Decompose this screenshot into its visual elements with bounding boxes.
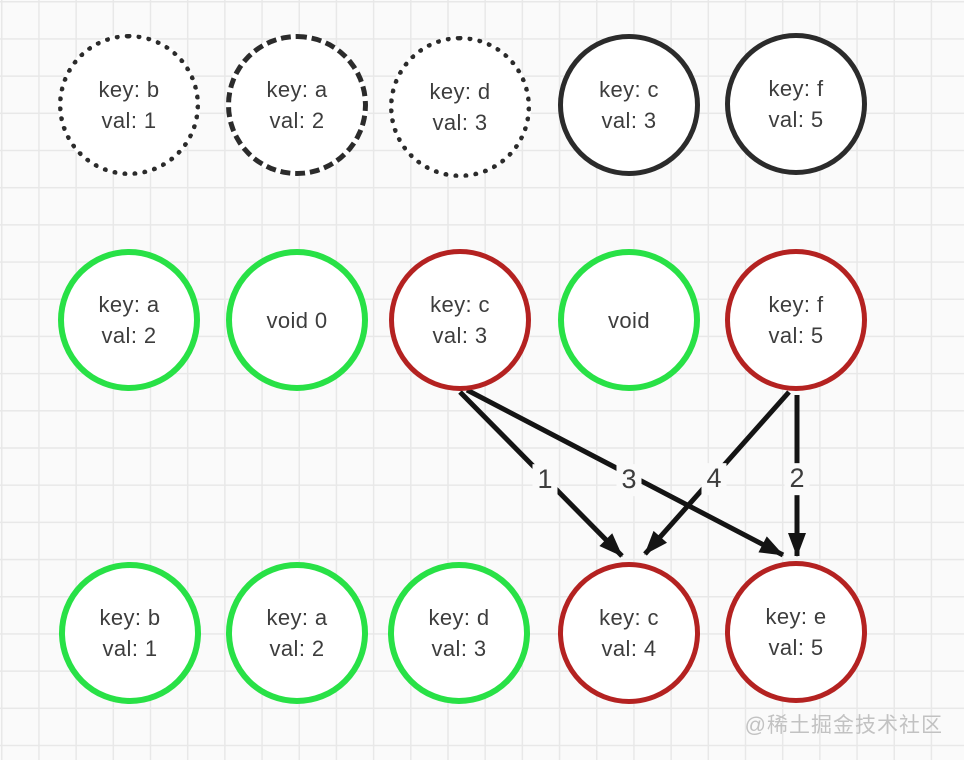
node-top-key-c: key: c val: 3 [558, 34, 700, 176]
node-val-text: val: 1 [102, 636, 158, 661]
node-key-text: key: d [429, 79, 491, 104]
node-val-text: val: 5 [768, 107, 824, 132]
arrow-label-2: 2 [784, 463, 810, 495]
node-val-text: val: 3 [601, 108, 657, 133]
watermark: @稀土掘金技术社区 [744, 714, 943, 737]
node-key-text: key: a [98, 292, 160, 317]
node-key-text: key: c [430, 292, 490, 317]
arrow-label-1: 1 [532, 464, 558, 496]
node-val-text: val: 3 [432, 323, 488, 348]
node-top-key-f: key: f val: 5 [725, 33, 867, 175]
node-val-text: val: 5 [768, 323, 824, 348]
node-key-text: void 0 [266, 307, 328, 333]
node-top-key-b: key: b val: 1 [58, 34, 200, 176]
node-key-text: key: c [599, 77, 659, 102]
node-key-text: key: a [266, 605, 328, 630]
node-bot-key-a: key: a val: 2 [226, 562, 368, 704]
node-mid-key-a: key: a val: 2 [58, 249, 200, 391]
node-mid-key-f: key: f val: 5 [725, 249, 867, 391]
node-key-text: key: f [768, 76, 824, 101]
node-top-key-a: key: a val: 2 [226, 34, 368, 176]
node-val-text: val: 3 [432, 110, 488, 135]
node-val-text: val: 1 [101, 108, 157, 133]
node-bot-key-c: key: c val: 4 [558, 562, 700, 704]
node-val-text: val: 2 [101, 323, 157, 348]
node-val-text: val: 5 [768, 635, 824, 660]
node-key-text: key: e [765, 604, 827, 629]
node-val-text: val: 4 [601, 636, 657, 661]
node-key-text: void [608, 307, 650, 333]
arrow-label-4: 4 [701, 463, 727, 495]
node-key-text: key: b [99, 605, 161, 630]
node-top-key-d: key: d val: 3 [389, 36, 531, 178]
node-key-text: key: c [599, 605, 659, 630]
node-key-text: key: b [98, 77, 160, 102]
node-key-text: key: f [768, 292, 824, 317]
node-key-text: key: d [428, 605, 490, 630]
node-bot-key-b: key: b val: 1 [59, 562, 201, 704]
node-val-text: val: 3 [431, 636, 487, 661]
node-mid-key-c: key: c val: 3 [389, 249, 531, 391]
node-mid-void: void [558, 249, 700, 391]
node-val-text: val: 2 [269, 636, 325, 661]
node-bot-key-e: key: e val: 5 [725, 561, 867, 703]
node-bot-key-d: key: d val: 3 [388, 562, 530, 704]
node-val-text: val: 2 [269, 108, 325, 133]
node-mid-void0: void 0 [226, 249, 368, 391]
arrow-label-3: 3 [616, 464, 642, 496]
node-key-text: key: a [266, 77, 328, 102]
